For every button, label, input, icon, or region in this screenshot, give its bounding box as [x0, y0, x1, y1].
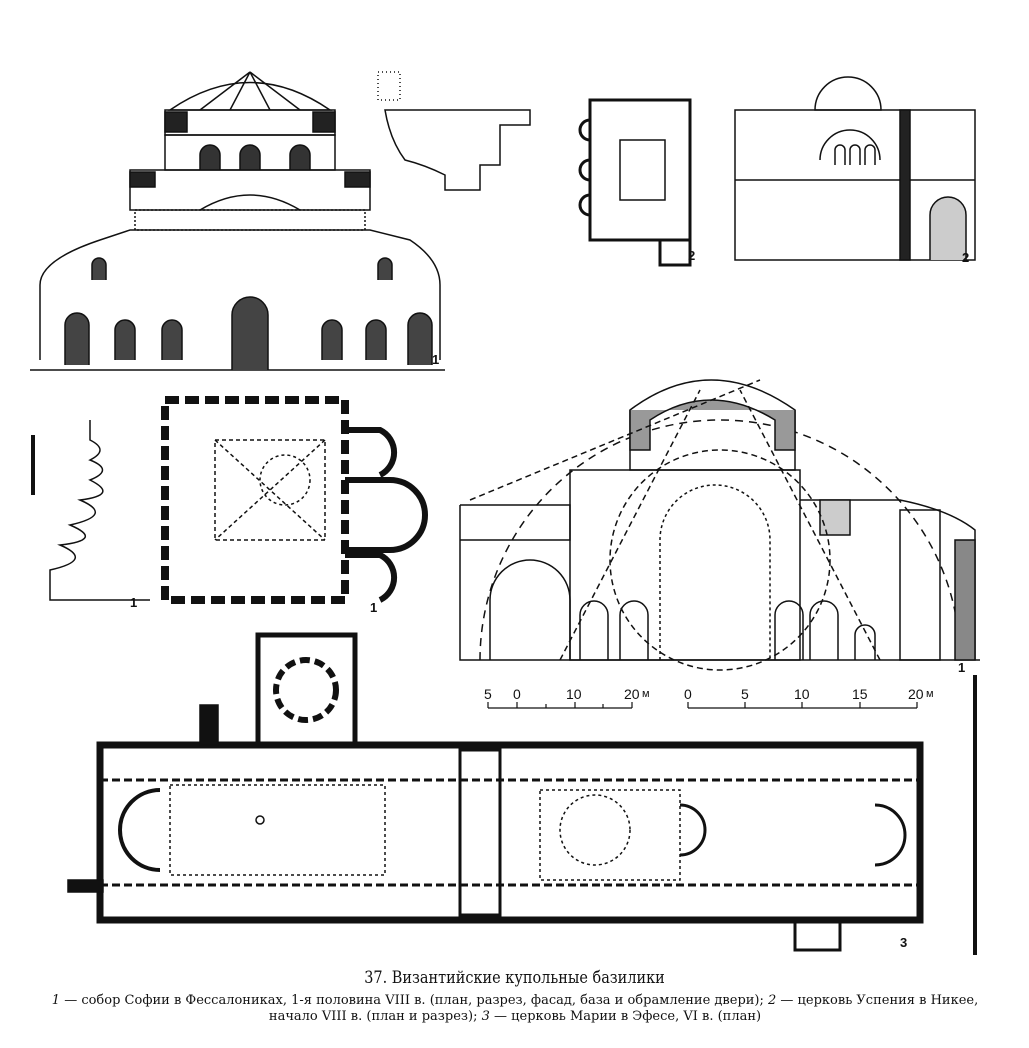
label-section-1: 1	[958, 660, 966, 675]
section-1-drawing	[459, 379, 980, 671]
section-2-drawing	[734, 76, 976, 261]
plan-2-drawing	[578, 98, 692, 267]
caption-num: 2	[768, 993, 777, 1008]
scale-unit: м	[642, 688, 650, 700]
figure-title: 37. Византийские купольные базилики	[364, 968, 665, 988]
scale-tick: 20	[908, 686, 924, 702]
scale-tick: 0	[513, 686, 521, 702]
scale-tick: 10	[566, 686, 582, 702]
figure-caption: 1 — собор Софии в Фессалониках, 1-я поло…	[40, 993, 990, 1025]
scale-tick: 20	[624, 686, 640, 702]
label-section-2: 2	[962, 250, 970, 265]
plan-1-drawing	[161, 396, 428, 604]
scale-tick: 10	[794, 686, 810, 702]
caption-num: 3	[481, 1009, 490, 1024]
scale-tick: 5	[741, 686, 749, 702]
scale-tick: 15	[852, 686, 868, 702]
label-plan-3: 3	[900, 935, 908, 950]
scale-unit: м	[926, 688, 934, 700]
scale-tick: 0	[684, 686, 692, 702]
label-plan-1: 1	[370, 600, 378, 615]
label-base: 1	[130, 595, 138, 610]
scale-bars	[487, 675, 977, 955]
column-base-profile	[31, 420, 150, 601]
caption-text: — церковь Марии в Эфесе, VI в. (план)	[489, 1009, 762, 1024]
label-facade: 1	[432, 352, 440, 367]
scale-tick: 5	[484, 686, 492, 702]
facade-drawing	[30, 71, 445, 371]
caption-num: 1	[51, 993, 61, 1008]
caption-text: — церковь Успения в Никее, начало VIII в…	[268, 993, 979, 1024]
caption-text: — собор Софии в Фессалониках, 1-я полови…	[60, 993, 769, 1008]
label-plan-2: 2	[688, 248, 696, 263]
plan-3-drawing	[67, 632, 924, 952]
door-frame-profile	[377, 71, 531, 191]
